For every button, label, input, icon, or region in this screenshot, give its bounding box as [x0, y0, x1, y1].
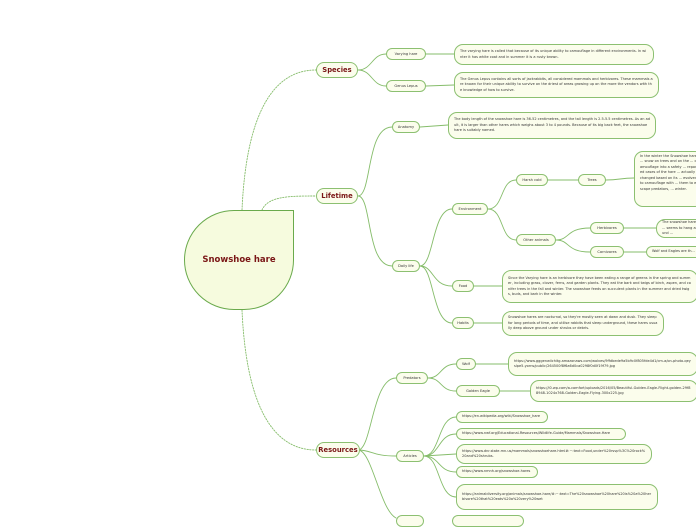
link-article-dnr[interactable]: https://www.dnr.state.mn.us/mammals/snow… — [456, 444, 652, 464]
topic-lifetime[interactable]: Lifetime — [316, 188, 358, 204]
note-anatomy: The body length of the snowshoe hare is … — [448, 112, 656, 139]
subtopic-golden-eagle[interactable]: Golden Eagle — [456, 385, 500, 397]
topic-species[interactable]: Species — [316, 62, 358, 78]
link-wolf-image[interactable]: https://www.gggenwiichitg.amazonaws.com/… — [508, 352, 696, 376]
subtopic-varying-hare[interactable]: Varying hare — [386, 48, 426, 60]
subtopic-herbivores[interactable]: Herbivores — [590, 222, 624, 234]
subtopic-other-animals[interactable]: Other animals — [516, 234, 556, 246]
subtopic-carnivores[interactable]: Carnivores — [590, 246, 624, 258]
subtopic-predators[interactable]: Predators — [396, 372, 428, 384]
subtopic-habits[interactable]: Habits — [452, 317, 474, 329]
link-article-animal-diversity[interactable]: https://animaldiversity.org/animals/snow… — [456, 484, 658, 510]
subtopic-wolf[interactable]: Wolf — [456, 358, 476, 370]
central-topic-snowshoe-hare[interactable]: Snowshoe hare — [184, 210, 294, 310]
subtopic-articles[interactable]: Articles — [396, 450, 424, 462]
subtopic-food[interactable]: Food — [452, 280, 474, 292]
topic-resources[interactable]: Resources — [316, 442, 360, 458]
link-article-nmnh[interactable]: https://www.nmnh.org/snowshoe-hares — [456, 466, 538, 478]
subtopic-genus-lepus[interactable]: Genus Lepus — [386, 80, 426, 92]
note-food: Since the Varying hare is an herbivore t… — [502, 270, 696, 303]
subtopic-cropped[interactable] — [396, 515, 424, 527]
link-article-wikipedia[interactable]: https://en.wikipedia.org/wiki/Snowshoe_h… — [456, 411, 548, 423]
note-genus-lepus: The Genus Lepus contains all sorts of ja… — [454, 72, 659, 98]
subtopic-daily-life[interactable]: Daily life — [392, 260, 420, 272]
subtopic-anatomy[interactable]: Anatomy — [392, 121, 420, 133]
link-golden-eagle-image[interactable]: https://i0.wp.com/a-comfort/uploads/2016… — [530, 380, 696, 402]
note-varying-hare: The varying hare is called that because … — [454, 44, 654, 65]
note-herbivores: The snowshoe hare ... seems to hang arou… — [656, 219, 696, 238]
note-carnivores: Wolf and Eagles are th... — [646, 246, 696, 258]
subtopic-harsh-cold[interactable]: Harsh cold — [516, 174, 548, 186]
note-cropped — [452, 515, 524, 527]
subtopic-trees[interactable]: Trees — [578, 174, 606, 186]
subtopic-environment[interactable]: Environment — [452, 203, 488, 215]
note-trees: In the winter the Snowshoe hare ... snow… — [634, 151, 696, 207]
note-habits: Snowshoe hares are nocturnal, so they're… — [502, 311, 664, 336]
link-article-nwf[interactable]: https://www.nwf.org/Educational-Resource… — [456, 428, 626, 440]
